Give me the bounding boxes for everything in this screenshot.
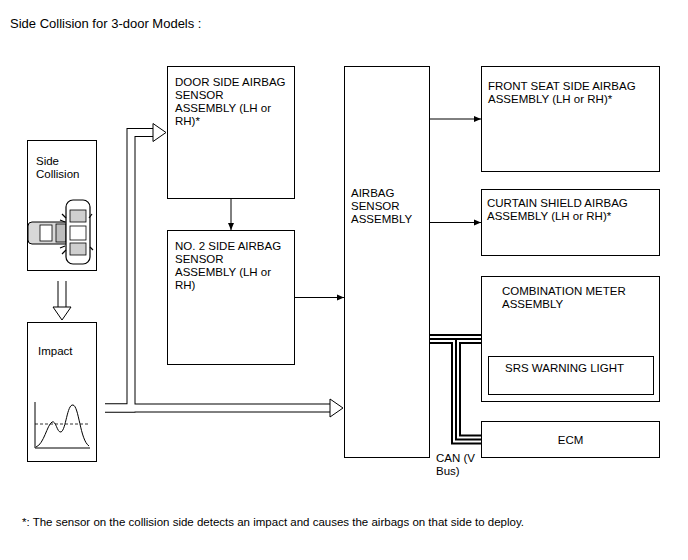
arrow-head bbox=[228, 223, 234, 230]
connector-line bbox=[430, 222, 481, 223]
arrow-head bbox=[474, 220, 481, 226]
hollow-arrow-outline bbox=[58, 281, 67, 308]
box-label: COMBINATION METER ASSEMBLY bbox=[502, 285, 642, 311]
hollow-arrow-fill bbox=[105, 133, 154, 409]
hollow-arrow-head bbox=[53, 307, 71, 320]
component-box: CURTAIN SHIELD AIRBAG ASSEMBLY (LH or RH… bbox=[481, 189, 660, 256]
component-box: NO. 2 SIDE AIRBAG SENSOR ASSEMBLY (LH or… bbox=[167, 230, 295, 365]
component-box: COMBINATION METER ASSEMBLY SRS WARNING LI… bbox=[481, 276, 660, 402]
hollow-arrow-head bbox=[153, 124, 166, 142]
box-label: ECM bbox=[488, 434, 653, 447]
hollow-arrow-outline bbox=[105, 133, 154, 409]
arrow-head bbox=[474, 116, 481, 122]
hollow-arrow-fill bbox=[59, 281, 66, 308]
diagram-title: Side Collision for 3-door Models : bbox=[10, 16, 201, 31]
car-illustration bbox=[28, 200, 93, 264]
bus-gap bbox=[430, 339, 481, 440]
component-box: Impact bbox=[27, 322, 97, 462]
box-label: DOOR SIDE AIRBAG SENSOR ASSEMBLY (LH or … bbox=[175, 76, 287, 128]
box-label: AIRBAG SENSOR ASSEMBLY bbox=[351, 187, 423, 226]
component-box: DOOR SIDE AIRBAG SENSOR ASSEMBLY (LH or … bbox=[167, 66, 295, 199]
box-label: CURTAIN SHIELD AIRBAG ASSEMBLY (LH or RH… bbox=[487, 197, 647, 223]
hollow-arrow-outline bbox=[105, 404, 331, 413]
footnote: *: The sensor on the collision side dete… bbox=[22, 516, 524, 529]
box-label: FRONT SEAT SIDE AIRBAG ASSEMBLY (LH or R… bbox=[488, 80, 638, 106]
bus-label: CAN (V Bus) bbox=[436, 452, 482, 478]
impact-graph bbox=[35, 402, 90, 448]
box-label: SRS WARNING LIGHT bbox=[505, 362, 647, 375]
connector-line bbox=[295, 297, 344, 298]
bus-core bbox=[430, 339, 481, 440]
box-label: NO. 2 SIDE AIRBAG SENSOR ASSEMBLY (LH or… bbox=[175, 240, 287, 292]
box-label: Impact bbox=[38, 345, 90, 358]
component-box: ECM bbox=[481, 421, 660, 458]
component-box: Side Collision bbox=[27, 140, 97, 271]
hollow-arrow-fill bbox=[105, 405, 331, 412]
component-box: FRONT SEAT SIDE AIRBAG ASSEMBLY (LH or R… bbox=[481, 66, 660, 172]
box-label: Side Collision bbox=[36, 155, 90, 181]
bus-outline bbox=[430, 339, 481, 440]
hollow-arrow-head bbox=[330, 399, 343, 417]
arrow-head bbox=[337, 295, 344, 301]
component-box: AIRBAG SENSOR ASSEMBLY bbox=[344, 66, 430, 458]
warning-light-box: SRS WARNING LIGHT bbox=[488, 356, 654, 395]
connector-line bbox=[430, 119, 481, 120]
